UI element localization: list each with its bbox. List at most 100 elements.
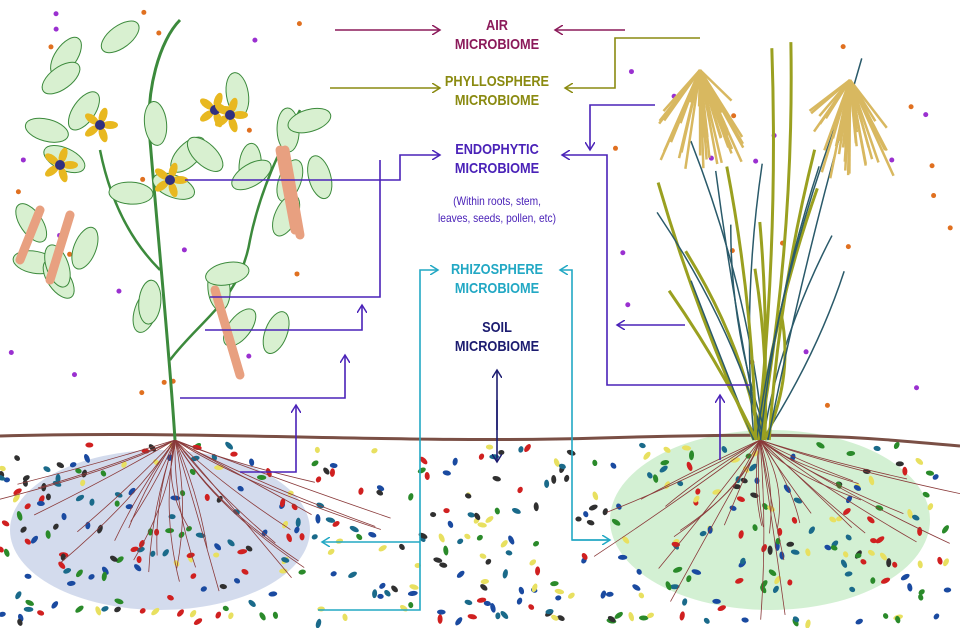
root bbox=[759, 439, 853, 528]
root bbox=[759, 439, 785, 561]
air-microbe bbox=[625, 302, 631, 308]
soil-microbe bbox=[886, 558, 892, 568]
soil-microbe bbox=[767, 545, 773, 555]
leaf bbox=[24, 117, 69, 143]
soil-microbe bbox=[583, 511, 589, 518]
soil-microbe bbox=[712, 598, 721, 604]
root bbox=[759, 439, 960, 495]
air-microbe bbox=[294, 271, 300, 277]
soil-microbe bbox=[672, 566, 683, 573]
soil-microbe bbox=[147, 528, 153, 536]
soil-microbe bbox=[80, 479, 86, 487]
soil-microbe bbox=[816, 442, 825, 449]
flower-petal bbox=[58, 166, 68, 183]
soil-microbe bbox=[329, 463, 338, 469]
soil-microbe bbox=[230, 451, 238, 457]
soil-microbe bbox=[100, 470, 107, 477]
soil-microbe bbox=[467, 512, 475, 518]
air-microbe bbox=[161, 379, 167, 385]
grain-panicle bbox=[818, 79, 852, 125]
soil-microbe bbox=[12, 493, 20, 503]
grass-blade bbox=[761, 270, 845, 441]
soil-microbe bbox=[248, 599, 256, 607]
root bbox=[174, 439, 291, 530]
soil-microbe bbox=[490, 603, 496, 613]
air-microbe bbox=[53, 11, 59, 17]
soil-microbe bbox=[721, 446, 728, 453]
grass-blade bbox=[684, 250, 762, 441]
note-line: leaves, seeds, pollen, etc) bbox=[438, 211, 556, 225]
soil-microbe bbox=[294, 526, 300, 534]
air-microbe bbox=[612, 145, 618, 151]
flower-petal bbox=[45, 165, 59, 177]
soil-microbe bbox=[16, 511, 23, 521]
soil-microbe bbox=[610, 462, 617, 469]
soil-microbe bbox=[933, 613, 940, 620]
soil-microbe bbox=[378, 545, 387, 552]
root bbox=[133, 439, 176, 561]
soil-microbe bbox=[602, 508, 608, 516]
soil-microbe bbox=[843, 508, 851, 515]
flower-center bbox=[55, 160, 65, 170]
seed-pod bbox=[15, 205, 45, 265]
soil-microbe bbox=[937, 556, 943, 565]
soil-microbe bbox=[689, 450, 695, 461]
root bbox=[606, 439, 761, 513]
root bbox=[759, 439, 812, 514]
roots bbox=[0, 439, 960, 620]
soil-microbe bbox=[749, 463, 757, 472]
soil-microbe bbox=[917, 560, 923, 569]
soil-microbe bbox=[842, 551, 849, 558]
soil-microbe bbox=[882, 613, 889, 619]
soil-microbe bbox=[545, 608, 554, 615]
soil-microbe bbox=[168, 514, 176, 520]
flower-petal bbox=[155, 180, 169, 192]
flower-petal bbox=[200, 110, 214, 122]
soil-microbe bbox=[551, 614, 559, 621]
soil-microbe bbox=[498, 449, 505, 455]
air-microbe bbox=[116, 288, 122, 294]
endophytic-arrow-right bbox=[590, 104, 655, 150]
soil-microbe bbox=[557, 615, 565, 621]
soil-microbe bbox=[768, 569, 777, 576]
soil-microbe bbox=[75, 494, 85, 502]
root bbox=[174, 439, 208, 549]
soil-microbe bbox=[443, 508, 450, 514]
soil-microbe bbox=[790, 549, 800, 555]
soil-microbe bbox=[424, 472, 430, 480]
soil-microbe bbox=[516, 597, 523, 605]
soil-microbe bbox=[134, 564, 142, 572]
root bbox=[170, 439, 190, 530]
soil-microbe bbox=[327, 548, 335, 555]
soil-microbe bbox=[611, 518, 621, 526]
soil-microbe bbox=[200, 586, 207, 592]
root bbox=[670, 439, 761, 602]
label-line: RHIZOSPHERE bbox=[450, 261, 544, 278]
soil-microbe bbox=[638, 615, 649, 621]
leaf bbox=[205, 261, 250, 286]
soil-microbe bbox=[870, 577, 876, 584]
soil-microbe bbox=[286, 533, 292, 543]
root bbox=[37, 439, 176, 489]
soil-microbe bbox=[193, 618, 203, 625]
air-microbe bbox=[908, 104, 914, 110]
soil-microbe bbox=[69, 462, 77, 468]
soil-microbe bbox=[189, 610, 197, 618]
soil-microbe bbox=[918, 594, 924, 601]
soil-microbe bbox=[400, 604, 408, 612]
flower-petal bbox=[168, 162, 178, 179]
soil-microbe bbox=[241, 568, 249, 575]
soil-microbe bbox=[447, 520, 454, 528]
soil-microbe bbox=[58, 561, 66, 569]
ground-line bbox=[0, 432, 960, 448]
soil-microbe bbox=[88, 574, 95, 580]
soil-microbe bbox=[695, 488, 701, 495]
soil-microbe bbox=[315, 513, 321, 524]
air-microbe bbox=[71, 372, 77, 378]
soil-microbe bbox=[844, 571, 853, 577]
soil-microbe bbox=[544, 479, 550, 488]
flower-center bbox=[225, 110, 235, 120]
soil-microbe bbox=[95, 606, 102, 616]
grain-panicle bbox=[847, 79, 852, 161]
